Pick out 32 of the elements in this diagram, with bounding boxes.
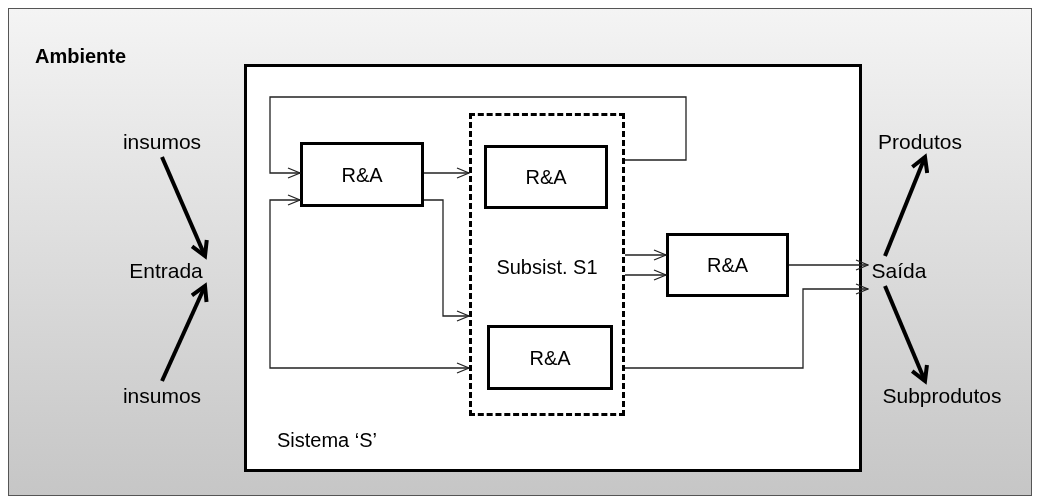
connector-arrow	[788, 259, 869, 271]
thick-arrow	[883, 285, 929, 383]
connector-arrow	[269, 194, 470, 374]
box-label: R&A	[525, 165, 567, 190]
process-box	[300, 142, 424, 207]
connector-arrow	[269, 96, 687, 179]
thick-arrow	[883, 155, 930, 257]
connector-arrow	[624, 283, 869, 369]
process-box	[666, 233, 789, 297]
group-title: Ambiente	[35, 44, 127, 69]
box-label: R&A	[706, 253, 749, 278]
node-label: Produtos	[858, 127, 982, 157]
connector-arrow	[624, 269, 667, 281]
connector-arrow	[624, 249, 667, 261]
process-box	[484, 145, 608, 209]
system-box	[244, 64, 862, 472]
node-label: Entrada	[112, 256, 220, 286]
box-label: R&A	[529, 345, 571, 371]
group-title: Sistema ‘S’	[277, 428, 378, 453]
group-title: Subsist. S1	[495, 255, 599, 280]
process-box	[487, 325, 613, 390]
box-label: R&A	[341, 162, 383, 188]
node-label: insumos	[104, 127, 220, 157]
node-label: insumos	[104, 381, 220, 411]
environment-panel	[8, 8, 1032, 496]
connector-arrow	[423, 199, 470, 322]
node-label: Saída	[868, 256, 930, 286]
thick-arrow	[160, 284, 209, 382]
connector-arrow	[423, 167, 470, 179]
node-label: Subprodutos	[856, 381, 1028, 411]
thick-arrow	[160, 156, 209, 258]
subsystem-dashed-box	[469, 113, 625, 416]
